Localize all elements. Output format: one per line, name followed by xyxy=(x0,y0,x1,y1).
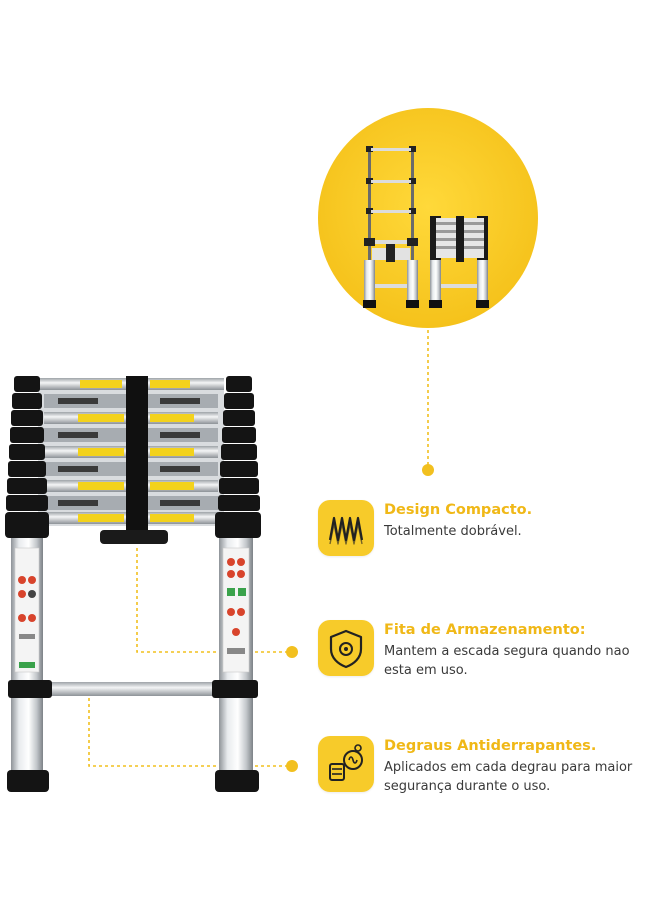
left-foot xyxy=(7,770,49,792)
feature-title: Fita de Armazenamento: xyxy=(384,622,586,638)
warning-labels-left xyxy=(14,547,40,673)
warning-labels-right xyxy=(222,547,250,673)
telescopic-ladder xyxy=(5,376,261,792)
storage-strap xyxy=(100,376,168,544)
left-rail-collars xyxy=(5,376,49,538)
feature-degraus-antiderrapantes: Degraus Antiderrapantes. Aplicados em ca… xyxy=(318,736,658,806)
feature-fita-armazenamento: Fita de Armazenamento: Mantem a escada s… xyxy=(318,620,658,690)
non-slip-step-icon xyxy=(318,736,374,792)
connector-dots xyxy=(286,464,434,772)
compact-design-circle xyxy=(318,108,538,328)
feature-title: Design Compacto. xyxy=(384,502,533,518)
bottom-rung xyxy=(46,682,218,696)
lower-rails xyxy=(7,538,259,792)
feature-title: Degraus Antiderrapantes. xyxy=(384,738,597,754)
right-rail-collars xyxy=(215,376,261,538)
feature-description: Mantem a escada segura quando nao esta e… xyxy=(384,644,630,678)
feature-description: Totalmente dobrável. xyxy=(384,524,522,539)
feature-design-compacto: Design Compacto. Totalmente dobrável. xyxy=(318,500,658,570)
shield-icon xyxy=(318,620,374,676)
feature-description: Aplicados em cada degrau para maior segu… xyxy=(384,760,633,794)
right-foot xyxy=(215,770,259,792)
zigzag-fold-icon xyxy=(318,500,374,556)
extended-ladder-icon xyxy=(363,146,419,308)
collapsed-ladder-icon xyxy=(429,216,489,308)
